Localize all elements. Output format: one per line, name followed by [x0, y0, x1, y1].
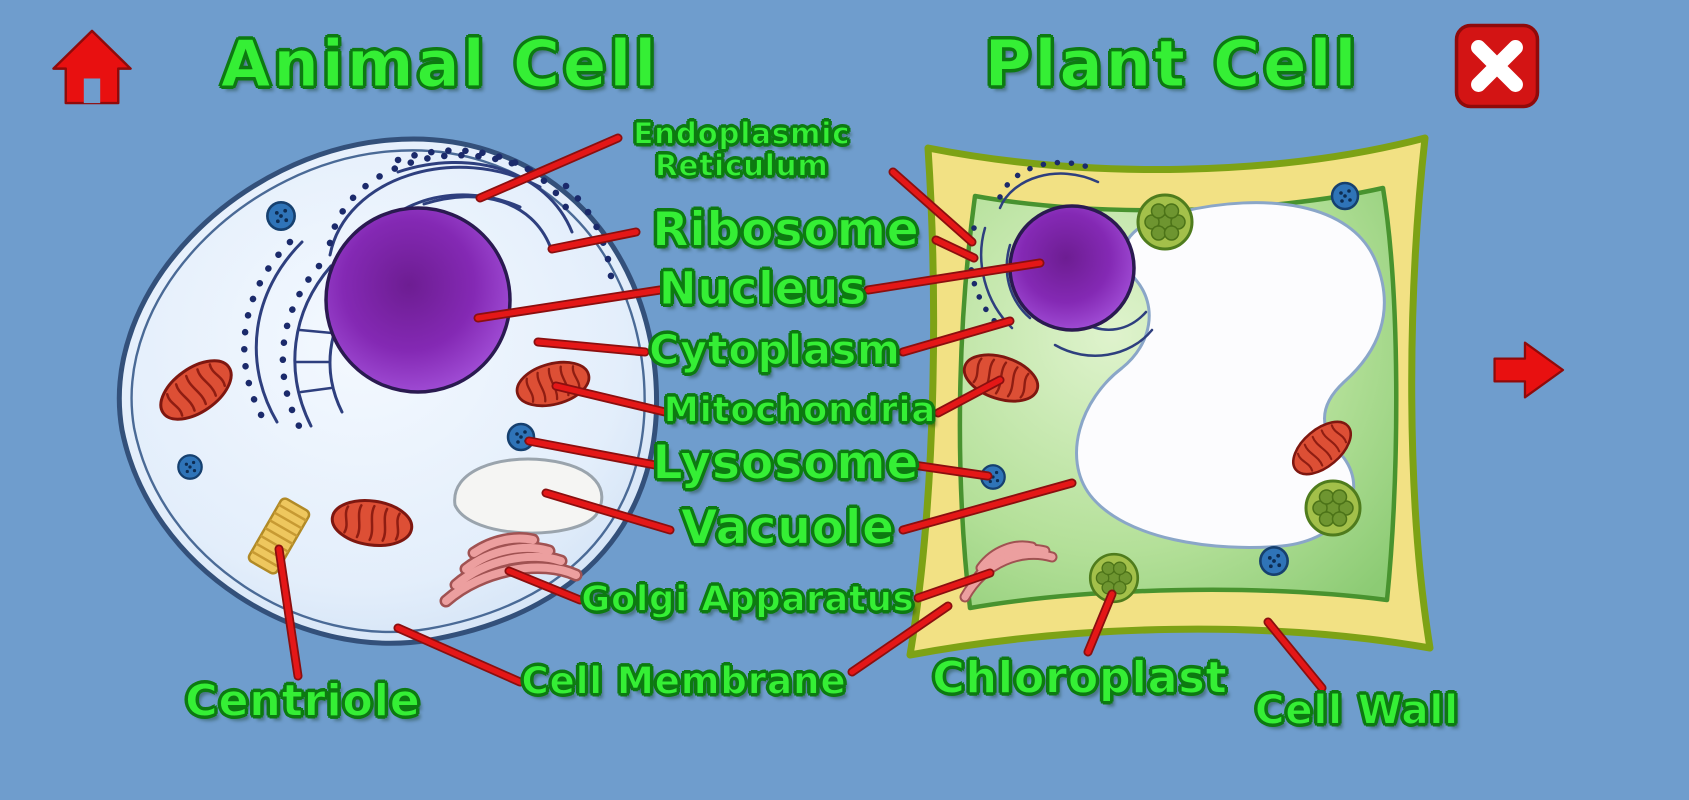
home-button[interactable] [50, 26, 134, 108]
label-vacuole: Vacuole [680, 500, 896, 556]
animal-cell-illustration [116, 136, 659, 646]
animal-ribosome-dots [241, 147, 616, 430]
label-cell-membrane: Cell Membrane [521, 659, 847, 703]
close-icon [1454, 23, 1540, 109]
animal-nucleus [324, 206, 512, 394]
plant-cell-title: Plant Cell [984, 28, 1360, 103]
label-endoplasmic-reticulum: Endoplasmic Reticulum [633, 116, 851, 183]
label-chloroplast: Chloroplast [932, 652, 1228, 704]
label-nucleus: Nucleus [658, 261, 868, 315]
animal-cell-title: Animal Cell [220, 28, 660, 103]
animal-endoplasmic-reticulum [254, 161, 574, 428]
plant-cell-illustration [906, 134, 1434, 659]
next-button[interactable] [1490, 328, 1566, 412]
home-icon [52, 29, 132, 105]
label-golgi-apparatus: Golgi Apparatus [581, 579, 915, 620]
next-arrow-icon [1493, 341, 1565, 399]
label-ribosome: Ribosome [652, 202, 920, 258]
animal-centriole [247, 497, 311, 575]
label-centriole: Centriole [185, 675, 421, 727]
label-mitochondria: Mitochondria [663, 390, 937, 431]
label-cell-wall: Cell Wall [1255, 687, 1459, 734]
label-lysosome: Lysosome [652, 435, 920, 491]
plant-ribosome-dots [967, 159, 1101, 331]
label-cytoplasm: Cytoplasm [649, 326, 901, 375]
close-button[interactable] [1452, 22, 1542, 110]
animal-vacuole [453, 457, 604, 535]
